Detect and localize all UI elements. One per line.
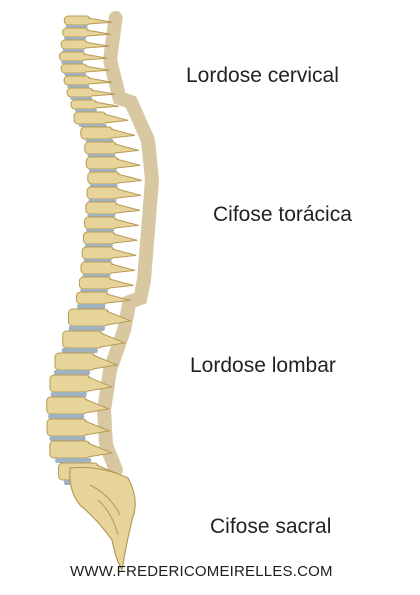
vertebra-process — [85, 65, 110, 73]
label-cifose-sacral: Cifose sacral — [210, 515, 332, 538]
intervertebral-disc — [87, 214, 116, 217]
vertebra-body — [80, 261, 114, 275]
posterior-processes — [96, 11, 159, 477]
intervertebral-disc — [84, 244, 113, 247]
vertebra-body — [78, 276, 112, 290]
vertebra-body — [46, 396, 88, 415]
vertebra-process — [110, 263, 136, 274]
intervertebral-disc — [64, 73, 87, 76]
vertebra-process — [91, 89, 116, 97]
vertebra-process — [88, 77, 113, 85]
intervertebral-disc — [68, 326, 105, 331]
label-lordose-cervical: Lordose cervical — [186, 64, 339, 87]
vertebra-process — [114, 143, 139, 154]
vertebra-body — [73, 111, 107, 125]
sacrum — [69, 466, 136, 572]
intervertebral-disc — [61, 348, 98, 353]
vertebra-process — [110, 128, 135, 139]
vertebra-body — [63, 15, 91, 26]
vertebra-body — [80, 126, 114, 140]
intervertebral-disc — [86, 229, 115, 232]
intervertebral-disc — [70, 97, 93, 100]
vertebra-body — [49, 374, 91, 393]
intervertebral-disc — [85, 139, 114, 142]
vertebra-process — [86, 29, 111, 37]
intervertebral-disc — [61, 61, 84, 64]
sacrum-ridge — [97, 499, 119, 536]
vertebra-body — [46, 418, 88, 437]
vertebra-process — [94, 101, 120, 109]
intervertebral-disc — [82, 274, 111, 277]
vertebra-process — [114, 218, 139, 229]
vertebra-process — [117, 173, 142, 184]
vertebra-body — [63, 75, 91, 86]
vertebra-body — [84, 141, 118, 155]
vertebra-body — [66, 87, 94, 98]
vertebra-process — [85, 41, 110, 49]
vertebra-process — [106, 293, 131, 304]
vertebra-body — [85, 201, 119, 215]
intervertebral-disc — [49, 436, 86, 441]
intervertebral-disc — [54, 370, 90, 375]
vertebra-process — [100, 332, 127, 348]
vertebra-body — [84, 216, 118, 230]
vertebra-process — [113, 233, 138, 244]
intervertebral-disc — [50, 392, 87, 397]
intervertebral-disc — [89, 184, 118, 187]
intervertebral-disc — [77, 304, 106, 309]
intervertebral-disc — [65, 25, 88, 28]
intervertebral-disc — [83, 259, 112, 262]
intervertebral-disc — [75, 109, 97, 112]
vertebra-process — [88, 17, 113, 25]
vertebra-process — [87, 442, 114, 458]
vertebra-body — [81, 246, 115, 260]
intervertebral-disc — [88, 169, 117, 172]
intervertebral-disc — [62, 49, 85, 52]
vertebra-process — [112, 248, 137, 259]
vertebra-process — [87, 376, 114, 392]
vertebra-process — [84, 398, 111, 414]
vertebra-process — [106, 310, 133, 326]
website-watermark: WWW.FREDERICOMEIRELLES.COM — [70, 563, 333, 580]
label-cifose-toracica: Cifose torácica — [213, 203, 352, 226]
vertebra-process — [116, 188, 142, 199]
vertebra-body — [59, 51, 86, 62]
vertebra-body — [70, 99, 98, 110]
intervertebral-disc — [88, 199, 117, 202]
vertebra-body — [75, 291, 109, 305]
intervertebral-disc — [87, 154, 116, 157]
vertebra-body — [86, 186, 120, 200]
vertebra-process — [92, 354, 119, 370]
intervertebral-disc — [55, 458, 92, 463]
vertebra-process — [83, 53, 108, 61]
vertebra-process — [116, 158, 141, 169]
vertebra-body — [82, 231, 116, 245]
vertebra-process — [103, 113, 129, 124]
vertebra-body — [60, 39, 88, 50]
intervertebral-disc — [64, 37, 87, 40]
vertebra-body — [62, 27, 90, 38]
vertebra-body — [54, 352, 96, 371]
vertebra-body — [85, 156, 119, 170]
sacrum-ridge — [89, 484, 121, 516]
vertebra-body — [60, 63, 88, 74]
intervertebral-disc — [80, 289, 109, 292]
vertebra-process — [115, 203, 140, 214]
label-lordose-lombar: Lordose lombar — [190, 354, 336, 377]
vertebra-body — [62, 330, 104, 349]
vertebra-process — [109, 278, 134, 289]
intervertebral-disc — [67, 85, 90, 88]
vertebra-body — [49, 440, 91, 459]
vertebra-body — [87, 171, 121, 185]
intervertebral-disc — [78, 124, 107, 127]
vertebra-body — [68, 308, 109, 327]
intervertebral-disc — [48, 414, 85, 419]
vertebra-process — [84, 420, 111, 436]
